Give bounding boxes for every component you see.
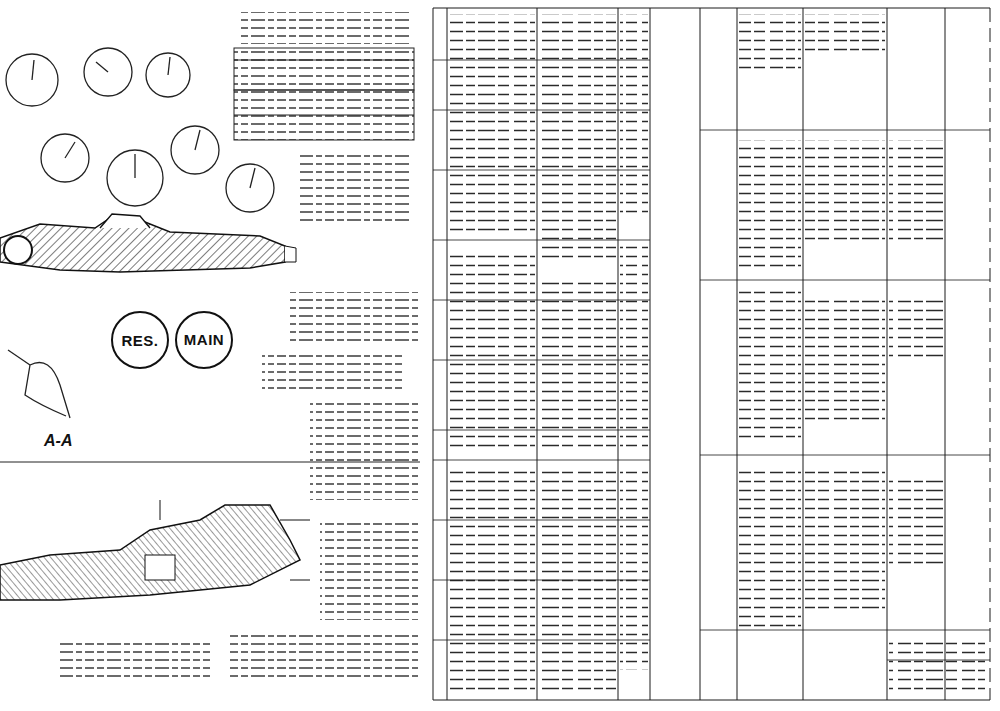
circle-marking: MAIN: [175, 311, 233, 369]
marking-text: MAIN: [184, 331, 224, 348]
canopy-section: [8, 350, 70, 418]
circle-marking: RES.: [111, 311, 169, 369]
parts-list-grid: [433, 8, 990, 700]
aircraft-side-view: [0, 500, 310, 600]
section-label: A-A: [44, 432, 72, 450]
marking-text: RES.: [121, 332, 158, 349]
data-table: [234, 48, 414, 140]
aircraft-side-view: [0, 214, 296, 272]
